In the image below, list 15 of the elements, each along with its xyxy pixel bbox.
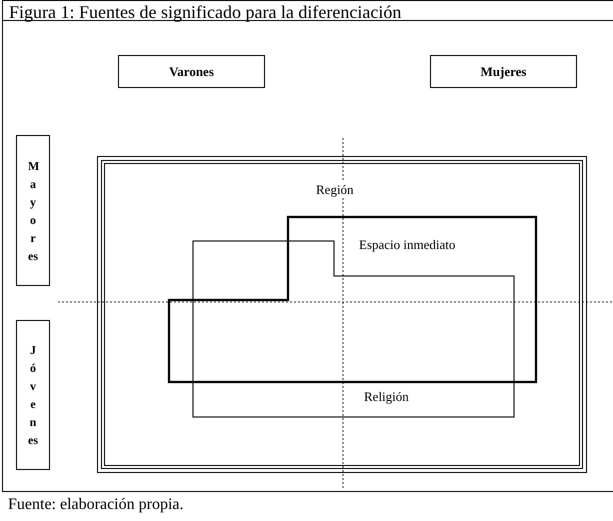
area-label: Religión — [364, 389, 409, 404]
figure-title: Figura 1: Fuentes de significado para la diferenciación — [2, 0, 613, 21]
region-label: Región — [316, 182, 354, 197]
row-header-box — [16, 320, 50, 470]
column-header: Mujeres — [480, 64, 526, 80]
stepped-outline — [193, 241, 514, 417]
row-header: Mayores — [28, 158, 38, 264]
stepped-outline — [169, 217, 536, 382]
area-label: Espacio inmediato — [359, 237, 456, 252]
row-header-box — [16, 135, 50, 286]
column-header: Varones — [169, 64, 214, 80]
caption: Fuente: elaboración propia. — [2, 491, 613, 517]
row-header: Jóvenes — [28, 342, 38, 449]
header-box — [118, 55, 265, 88]
header-box — [430, 55, 577, 88]
